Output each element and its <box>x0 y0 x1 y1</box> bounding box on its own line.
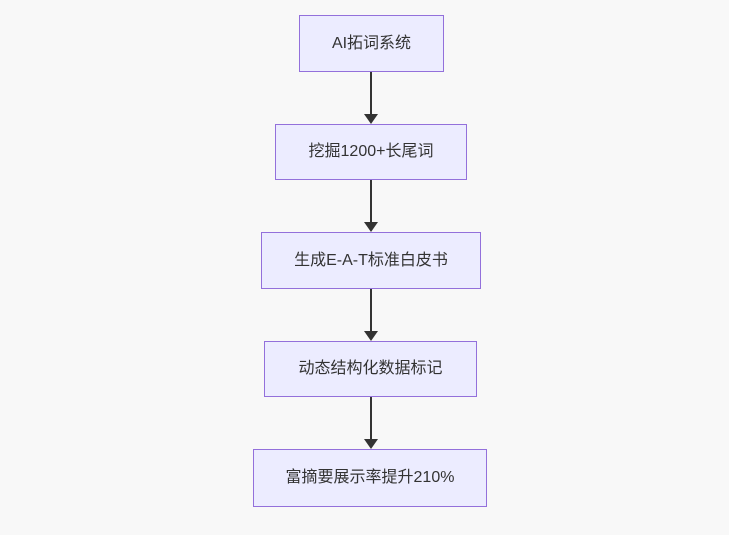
arrow-head-down-icon <box>364 222 378 232</box>
arrow-line <box>370 180 372 222</box>
flow-node-label: 动态结构化数据标记 <box>298 360 443 378</box>
flow-arrow-3 <box>364 289 378 341</box>
flow-node-dynamic-structured-data-markup: 动态结构化数据标记 <box>264 341 477 397</box>
arrow-head-down-icon <box>364 439 378 449</box>
arrow-line <box>370 72 372 114</box>
flow-node-label: 富摘要展示率提升210% <box>285 469 455 487</box>
flow-node-ai-word-expansion-system: AI拓词系统 <box>299 15 444 72</box>
flow-node-rich-snippet-rate-increase: 富摘要展示率提升210% <box>253 449 487 507</box>
flow-arrow-4 <box>364 397 378 449</box>
arrow-line <box>370 397 372 439</box>
flow-node-label: 生成E-A-T标准白皮书 <box>294 251 448 269</box>
arrow-head-down-icon <box>364 114 378 124</box>
flow-node-generate-eat-whitepaper: 生成E-A-T标准白皮书 <box>261 232 481 289</box>
arrow-line <box>370 289 372 331</box>
flow-node-label: AI拓词系统 <box>331 34 412 52</box>
flow-arrow-1 <box>364 72 378 124</box>
arrow-head-down-icon <box>364 331 378 341</box>
flow-node-label: 挖掘1200+长尾词 <box>308 143 434 161</box>
flow-node-mine-longtail-keywords: 挖掘1200+长尾词 <box>275 124 467 180</box>
flow-arrow-2 <box>364 180 378 232</box>
